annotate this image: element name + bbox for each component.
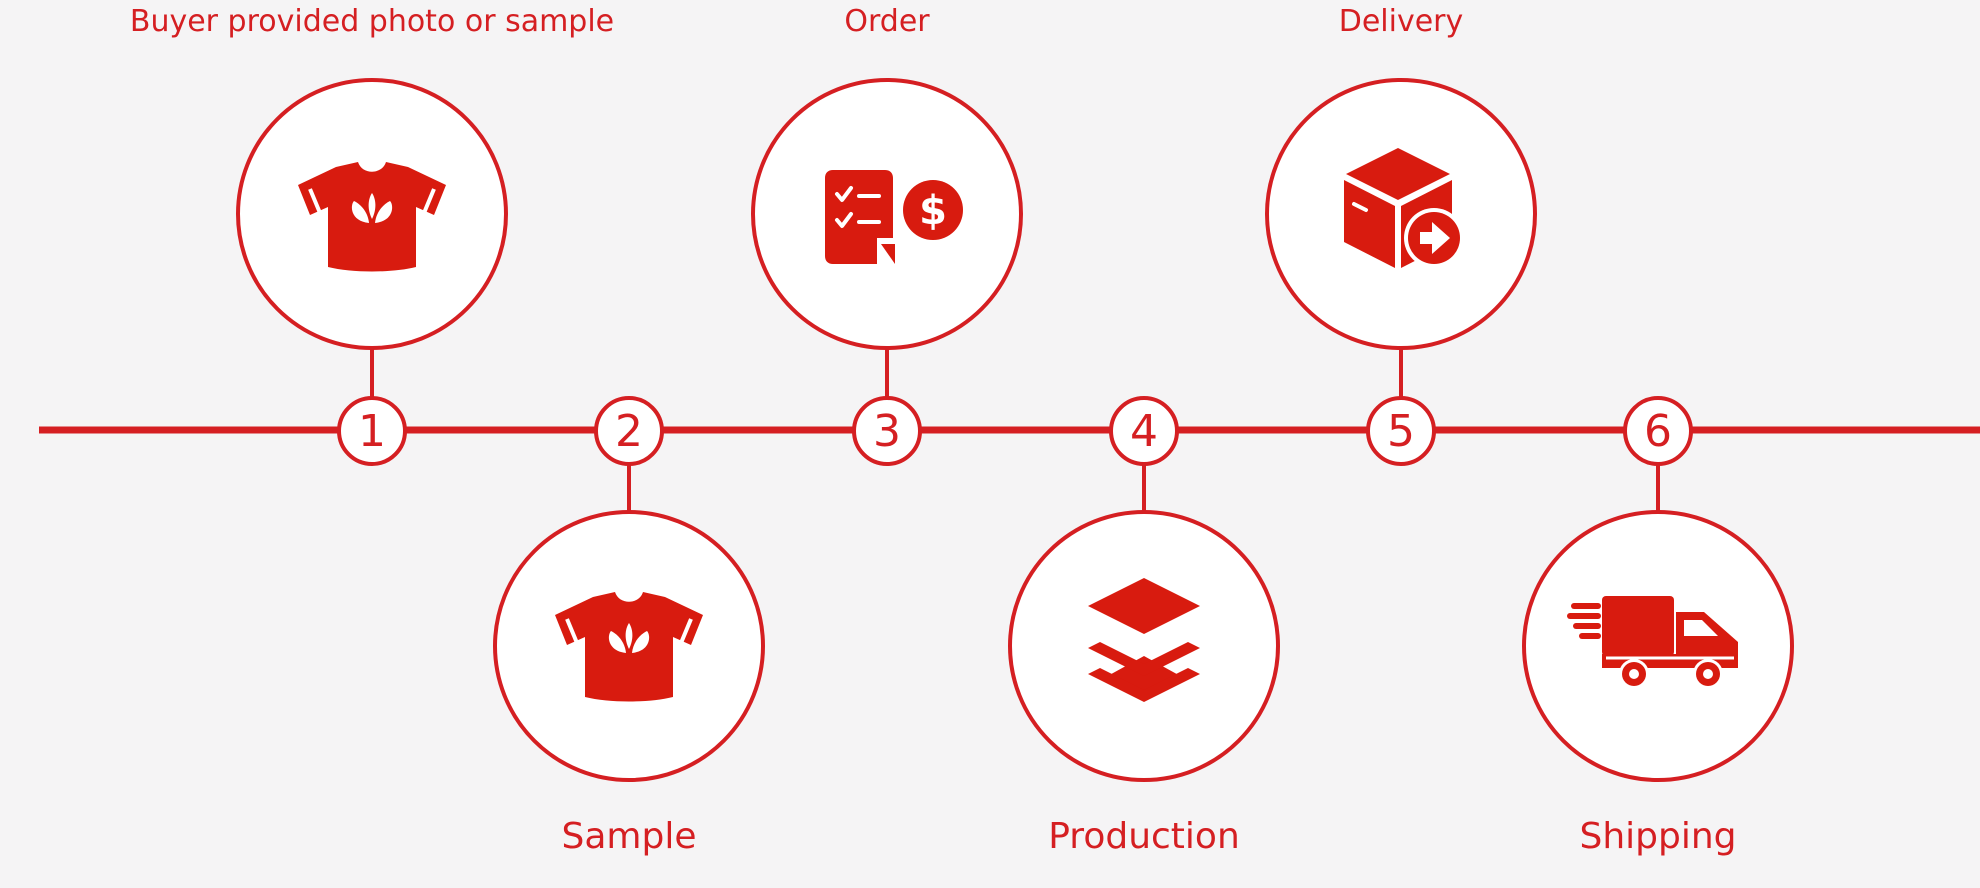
step-5-number: 5 bbox=[1387, 406, 1415, 457]
step-3-number: 3 bbox=[873, 406, 901, 457]
timeline-step-6: 6 bbox=[1522, 396, 1794, 782]
step-4-icon-circle bbox=[1008, 510, 1280, 782]
tshirt-icon bbox=[555, 592, 703, 702]
package-arrow-icon bbox=[1344, 148, 1464, 268]
delivery-truck-icon bbox=[1567, 596, 1738, 689]
step-6-label: Shipping bbox=[1579, 816, 1737, 857]
step-1-number: 1 bbox=[358, 406, 386, 457]
step-4-number-circle bbox=[1109, 396, 1179, 466]
step-3-label: Order bbox=[844, 4, 930, 39]
step-3-number-circle bbox=[852, 396, 922, 466]
step-2-number: 2 bbox=[615, 406, 643, 457]
step-6-number-circle bbox=[1623, 396, 1693, 466]
timeline-step-4: 4 bbox=[1008, 396, 1280, 782]
step-1-number-circle bbox=[337, 396, 407, 466]
step-5-number-circle bbox=[1366, 396, 1436, 466]
step-4-number: 4 bbox=[1130, 406, 1158, 457]
step-2-number-circle bbox=[594, 396, 664, 466]
step-4-label: Production bbox=[1048, 816, 1240, 857]
step-5-label: Delivery bbox=[1338, 4, 1464, 39]
tshirt-icon bbox=[298, 162, 446, 272]
svg-text:$: $ bbox=[919, 188, 947, 234]
timeline-step-3: $ 3 bbox=[751, 78, 1023, 466]
order-checklist-dollar-icon: $ bbox=[825, 170, 967, 264]
step-6-number: 6 bbox=[1644, 406, 1672, 457]
step-2-label: Sample bbox=[561, 816, 697, 857]
step-1-label: Buyer provided photo or sample bbox=[129, 4, 615, 39]
timeline-step-5: 5 bbox=[1265, 78, 1537, 466]
layers-stack-icon bbox=[1088, 578, 1200, 702]
timeline-step-1: 1 bbox=[236, 78, 508, 466]
timeline-step-2: 2 bbox=[493, 396, 765, 782]
